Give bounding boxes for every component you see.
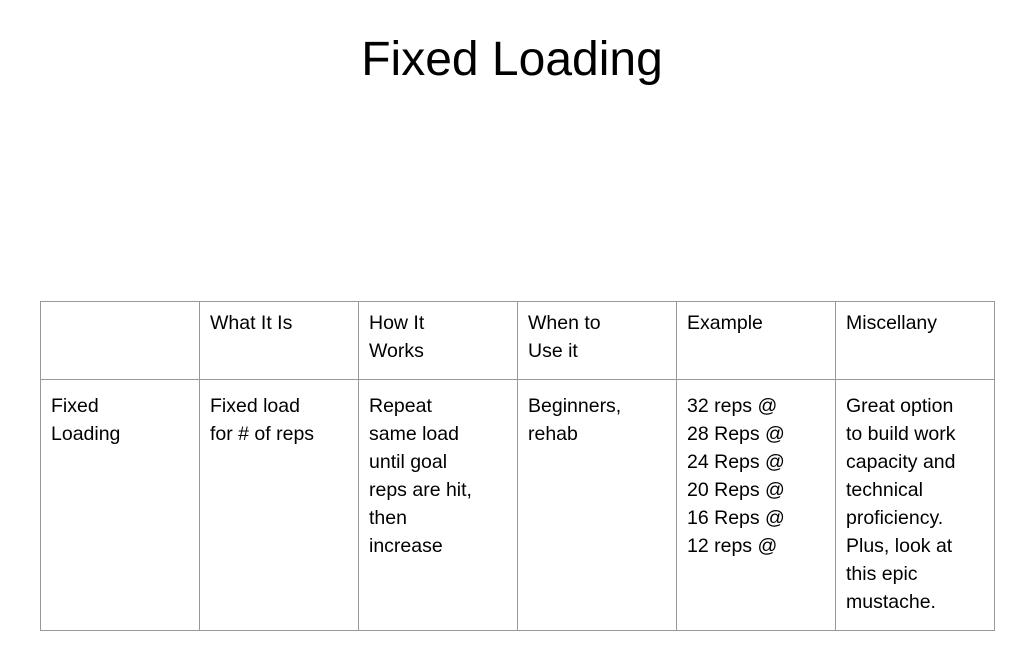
header-cell-what-it-is: What It Is — [199, 301, 359, 380]
cell-when-to-use-it: Beginners, rehab — [517, 379, 677, 631]
header-cell-blank — [40, 301, 200, 380]
cell-how-it-works: Repeat same load until goal reps are hit… — [358, 379, 518, 631]
cell-what-it-is: Fixed load for # of reps — [199, 379, 359, 631]
table-row: Fixed Loading Fixed load for # of reps R… — [40, 379, 995, 631]
cell-miscellany: Great option to build work capacity and … — [835, 379, 995, 631]
header-cell-how-it-works: How It Works — [358, 301, 518, 380]
header-cell-miscellany: Miscellany — [835, 301, 995, 380]
cell-example: 32 reps @ 28 Reps @ 24 Reps @ 20 Reps @ … — [676, 379, 836, 631]
fixed-loading-table: What It Is How It Works When to Use it E… — [40, 301, 995, 631]
header-cell-example: Example — [676, 301, 836, 380]
row-label-fixed-loading: Fixed Loading — [40, 379, 200, 631]
header-cell-when-to-use-it: When to Use it — [517, 301, 677, 380]
slide: Fixed Loading What It Is How It Works Wh… — [0, 32, 1024, 658]
slide-title: Fixed Loading — [361, 33, 663, 86]
table-header-row: What It Is How It Works When to Use it E… — [40, 301, 995, 380]
